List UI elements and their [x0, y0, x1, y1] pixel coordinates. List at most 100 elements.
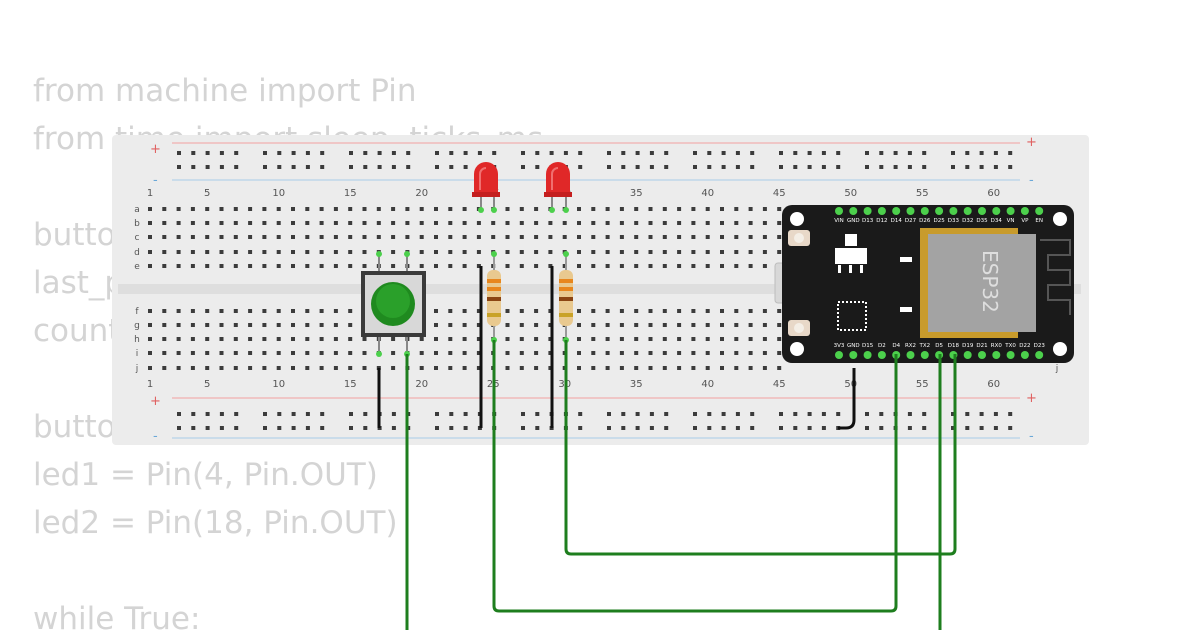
- esp32-pin[interactable]: [1006, 351, 1015, 359]
- breadboard-hole: [305, 221, 310, 225]
- esp32-pin[interactable]: [992, 207, 1001, 215]
- esp32-pin[interactable]: [963, 351, 972, 359]
- breadboard-hole: [205, 221, 210, 225]
- rail-hole: [177, 165, 181, 169]
- breadboard-hole: [205, 323, 210, 327]
- rail-hole: [578, 165, 583, 169]
- breadboard-hole: [534, 351, 539, 355]
- breadboard-hole: [605, 235, 610, 239]
- breadboard-hole: [677, 221, 682, 225]
- rail-hole: [836, 151, 841, 155]
- esp32-pin[interactable]: [1006, 207, 1015, 215]
- breadboard-hole: [505, 264, 510, 268]
- led-pin: [563, 207, 569, 213]
- esp32-pin[interactable]: [1035, 351, 1044, 359]
- esp32-pin[interactable]: [963, 207, 972, 215]
- breadboard-hole: [176, 221, 181, 225]
- rail-hole: [406, 151, 411, 155]
- rail-hole: [965, 165, 970, 169]
- breadboard-hole: [691, 207, 696, 211]
- esp32-pin[interactable]: [863, 351, 872, 359]
- rail-hole: [664, 151, 669, 155]
- esp32-pin[interactable]: [978, 351, 986, 359]
- breadboard-hole: [319, 235, 324, 239]
- antenna-trace: [1040, 239, 1071, 315]
- rail-hole: [879, 151, 884, 155]
- breadboard-hole: [577, 337, 581, 341]
- regulator-leg: [860, 265, 863, 273]
- esp32-pin[interactable]: [849, 207, 858, 215]
- esp32-pin[interactable]: [935, 207, 944, 215]
- breadboard-hole: [505, 235, 510, 239]
- rail-hole: [435, 412, 439, 416]
- esp32-pin[interactable]: [863, 207, 872, 215]
- column-number: 60: [987, 379, 1000, 390]
- breadboard-hole: [505, 207, 510, 211]
- breadboard-hole: [720, 264, 724, 268]
- esp32-pin[interactable]: [1020, 351, 1029, 359]
- rail-hole: [607, 412, 611, 416]
- breadboard-hole: [705, 309, 710, 313]
- breadboard-hole: [419, 235, 424, 239]
- breadboard-hole: [748, 264, 753, 268]
- rail-hole: [363, 426, 368, 430]
- led-2[interactable]: [544, 162, 572, 213]
- esp32-pin-label: D23: [1034, 343, 1046, 349]
- breadboard-hole: [619, 309, 624, 313]
- esp32-pin[interactable]: [1020, 207, 1029, 215]
- breadboard-hole: [348, 264, 353, 268]
- esp32-pin[interactable]: [920, 351, 929, 359]
- esp32-pin-label: RX2: [905, 343, 916, 349]
- breadboard-hole: [362, 250, 367, 254]
- breadboard-hole: [677, 366, 682, 370]
- esp32-pin[interactable]: [877, 351, 886, 359]
- breadboard-hole: [434, 309, 438, 313]
- esp32-pin-label: D5: [935, 343, 943, 349]
- rail-hole: [463, 426, 468, 430]
- regulator-leg: [838, 265, 841, 273]
- esp32-pin[interactable]: [949, 207, 958, 215]
- rail-hole: [707, 165, 712, 169]
- esp32-pin[interactable]: [892, 207, 901, 215]
- breadboard-hole: [705, 207, 710, 211]
- row-label: i: [136, 349, 139, 359]
- esp32-pin-label: RX0: [991, 343, 1003, 349]
- breadboard-hole: [519, 221, 524, 225]
- breadboard-hole: [333, 323, 338, 327]
- esp32-pin[interactable]: [1035, 207, 1044, 215]
- row-label: j: [135, 364, 139, 374]
- rail-hole: [893, 165, 898, 169]
- column-number: 50: [844, 188, 857, 199]
- breadboard-hole: [362, 351, 367, 355]
- breadboard-hole: [734, 351, 739, 355]
- rail-hole: [721, 165, 726, 169]
- esp32-pin[interactable]: [835, 207, 843, 215]
- breadboard-hole: [291, 264, 295, 268]
- esp32-pin[interactable]: [877, 207, 886, 215]
- breadboard-hole: [519, 309, 524, 313]
- breadboard-hole: [691, 309, 696, 313]
- esp32-pin[interactable]: [978, 207, 986, 215]
- breadboard-hole: [248, 337, 253, 341]
- breadboard-hole: [448, 323, 453, 327]
- led-rim: [544, 192, 572, 197]
- esp32-pin[interactable]: [849, 351, 858, 359]
- esp32-pin[interactable]: [906, 207, 915, 215]
- breadboard-hole: [219, 337, 224, 341]
- breadboard-hole: [448, 207, 453, 211]
- breadboard-hole: [734, 207, 739, 211]
- breadboard-hole: [677, 351, 682, 355]
- esp32-pin[interactable]: [992, 351, 1001, 359]
- esp32-pin[interactable]: [920, 207, 929, 215]
- led-pin: [549, 207, 555, 213]
- breadboard-hole: [448, 235, 453, 239]
- breadboard-hole: [777, 250, 782, 254]
- led-1[interactable]: [472, 162, 500, 213]
- esp32-pin[interactable]: [835, 351, 843, 359]
- breadboard-hole: [219, 309, 224, 313]
- breadboard-hole: [348, 323, 353, 327]
- esp32-pin[interactable]: [906, 351, 915, 359]
- rail-hole: [563, 151, 568, 155]
- rail-hole: [735, 426, 740, 430]
